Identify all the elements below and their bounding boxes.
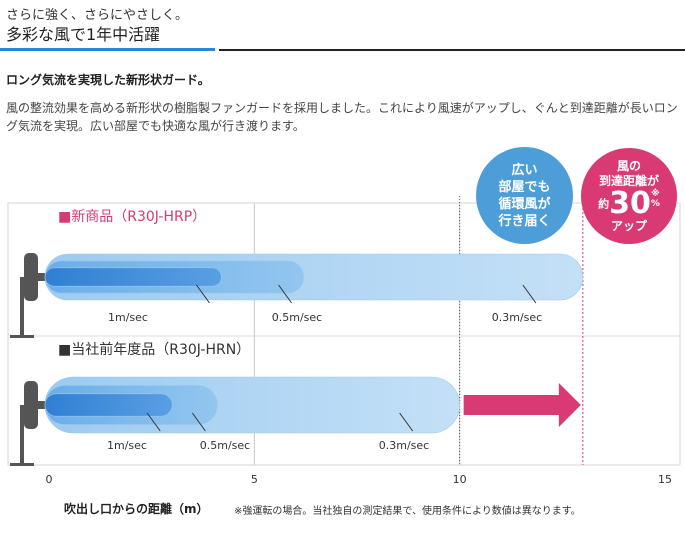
page-title: 多彩な風で1年中活躍 <box>6 25 161 44</box>
badge-pink-prefix: 約 <box>598 197 610 210</box>
badge-pink-percent: 30 <box>609 185 651 221</box>
fan-icon <box>10 381 45 466</box>
zone-speed-label: 0.3m/sec <box>492 311 542 324</box>
badge-pink-percent-sign: % <box>650 198 660 209</box>
badge-pink-note-stack: ※% <box>651 189 660 209</box>
measurement-note: ※強運転の場合。当社独自の測定結果で、使用条件により数値は異なります。 <box>234 506 581 517</box>
badge-blue-line-4: 行き届く <box>498 213 551 229</box>
fan-pole-shape <box>20 277 24 335</box>
badge-blue-line-3: 循環風が <box>498 196 551 212</box>
header-kicker: さらに強く、さらにやさしく。 <box>6 8 189 23</box>
series-label: ■当社前年度品（R30J-HRN） <box>58 341 250 358</box>
badge-blue-line-1: 広い <box>511 162 538 178</box>
badge-pink-line-2: 到達距離が <box>598 173 659 188</box>
x-tick-label-0: 0 <box>46 473 53 486</box>
zone-leader-line <box>399 412 414 432</box>
zone-leader-line <box>146 412 161 432</box>
zone-speed-label: 0.5m/sec <box>200 439 250 452</box>
reach-increase-arrow <box>463 383 581 427</box>
zone-speed-label: 1m/sec <box>108 311 148 324</box>
fan-icon <box>10 253 45 338</box>
badge-pink-percent-row: 約30※% <box>581 185 677 221</box>
zone-leader-line <box>196 284 210 304</box>
zone-leader-line <box>278 284 293 304</box>
airflow-zone-1 <box>44 393 173 417</box>
fan-base-shape <box>10 335 34 338</box>
airflow-zone-1 <box>44 267 222 287</box>
fan-head-shape <box>24 381 38 429</box>
fan-motor-shape <box>37 273 45 281</box>
badge-reach-up: 風の 到達距離が 約30※% アップ <box>581 148 677 244</box>
fan-pole-shape <box>20 405 24 463</box>
zone-speed-label: 1m/sec <box>107 439 147 452</box>
zone-speed-label: 0.5m/sec <box>272 311 322 324</box>
series-label: ■新商品（R30J-HRP） <box>58 209 206 225</box>
title-underline-accent <box>0 48 215 51</box>
badge-pink-line-1: 風の <box>616 158 641 173</box>
x-tick-label-5: 5 <box>251 473 258 486</box>
badge-pink-note-mark: ※ <box>651 188 660 199</box>
x-tick-label-15: 15 <box>658 473 672 486</box>
title-underline <box>219 49 685 51</box>
zone-leader-line <box>191 412 206 432</box>
badge-wide-room: 広い 部屋でも 循環風が 行き届く <box>476 147 573 244</box>
fan-base-shape <box>10 463 34 466</box>
section-body: 風の整流効果を高める新形状の樹脂製ファンガードを採用しました。これにより風速がア… <box>6 101 678 133</box>
section-subhead: ロング気流を実現した新形状ガード。 <box>6 73 210 87</box>
x-tick-label-10: 10 <box>453 473 467 486</box>
zone-speed-label: 0.3m/sec <box>379 439 429 452</box>
x-axis-label: 吹出し口からの距離（m） <box>64 502 209 516</box>
fan-motor-shape <box>37 401 45 409</box>
zone-leader-line <box>522 284 537 304</box>
badge-pink-suffix: アップ <box>610 218 647 233</box>
badge-blue-line-2: 部屋でも <box>498 179 551 195</box>
fan-head-shape <box>24 253 38 301</box>
